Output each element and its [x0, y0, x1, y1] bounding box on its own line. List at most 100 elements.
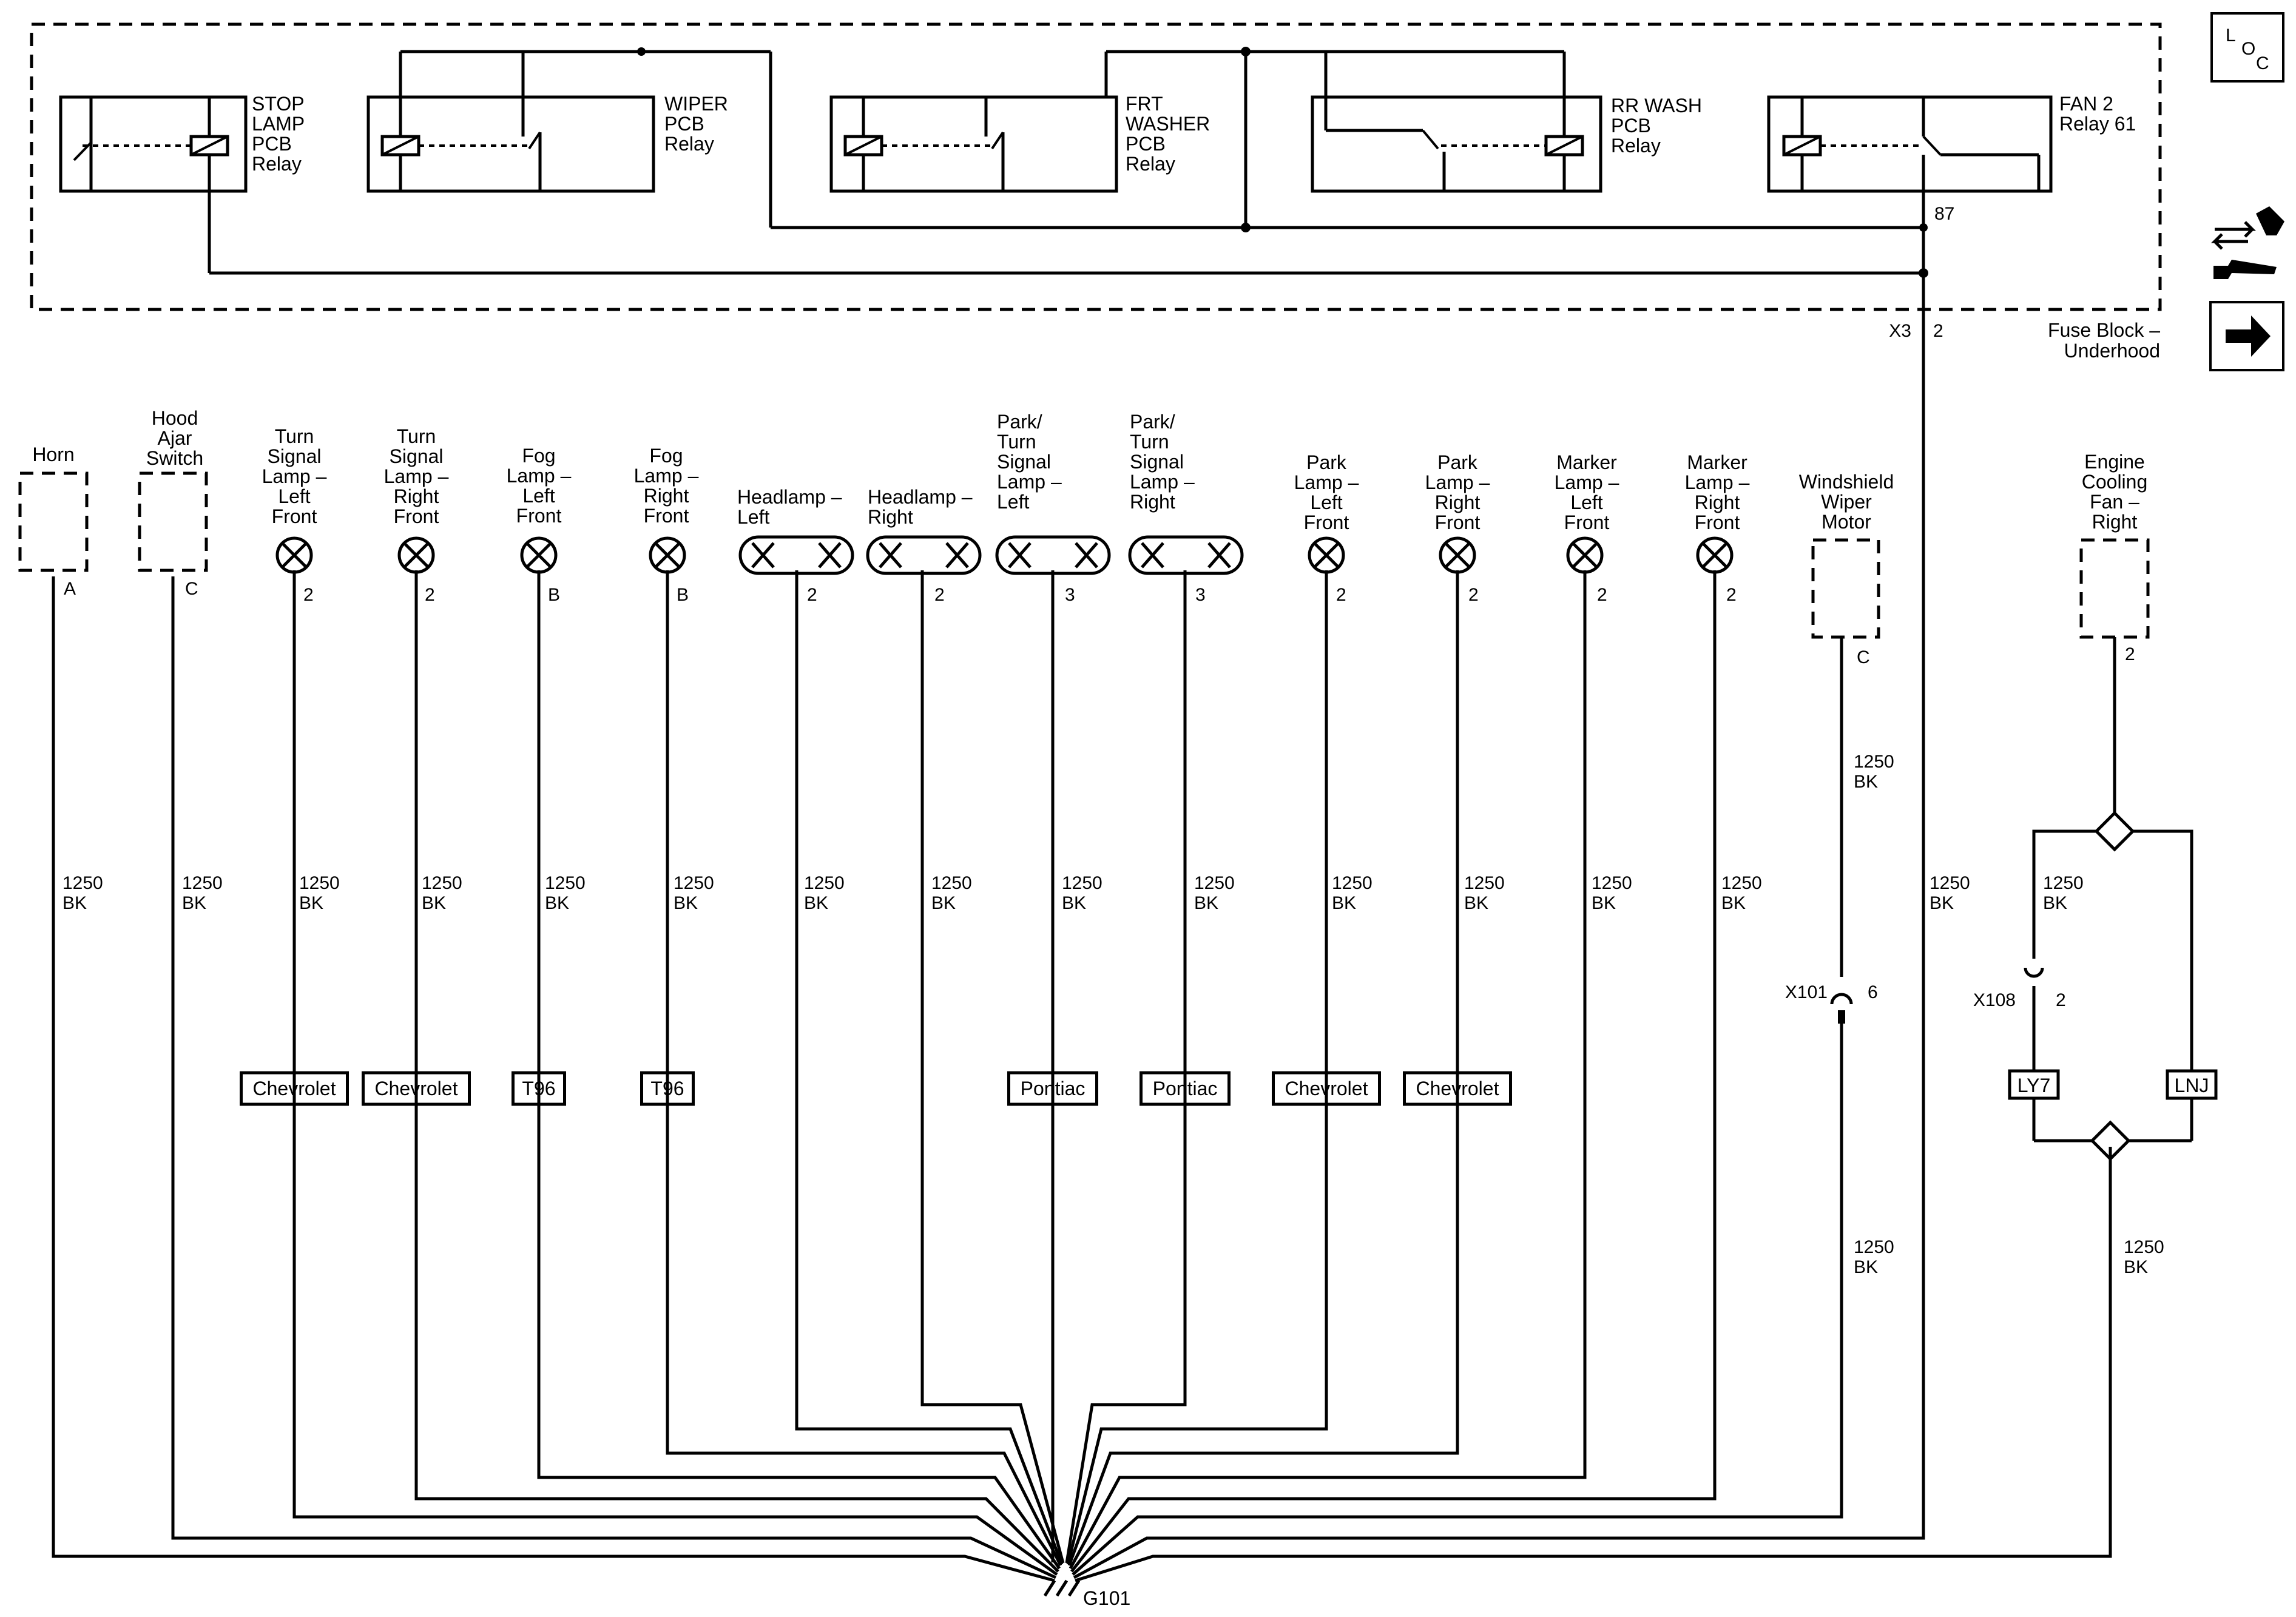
marker-rf-label-2: Lamp – — [1685, 471, 1750, 493]
wire-label-gauge-15: 1250 — [1930, 873, 1970, 893]
park-turn-r-label-4: Lamp – — [1130, 471, 1195, 493]
wire-label-gauge-3: 1250 — [422, 873, 462, 893]
wire-label-color-13: BK — [1721, 893, 1746, 913]
park-turn-r-label-5: Right — [1130, 491, 1175, 513]
wire-label-gauge-16: 1250 — [2043, 873, 2084, 893]
x101-inline-connector — [1830, 993, 1853, 1025]
frt-washer-relay-label-1: FRT — [1126, 93, 1163, 115]
wire-label-gauge-8: 1250 — [1062, 873, 1102, 893]
park-turn-l-pin: 3 — [1065, 585, 1075, 605]
wire-label-gauge-5: 1250 — [674, 873, 714, 893]
wiper-motor-label-2: Wiper — [1821, 491, 1872, 513]
wiper-relay-label-1: WIPER — [664, 93, 728, 115]
option-label-turn-rf: Chevrolet — [375, 1078, 458, 1099]
ground-g101-label: G101 — [1083, 1587, 1130, 1609]
marker-rf-label-1: Marker — [1687, 451, 1747, 473]
fog-lf-label-4: Front — [516, 505, 562, 527]
rr-wash-relay-label-3: Relay — [1611, 135, 1661, 157]
option-label-park-lf: Chevrolet — [1285, 1078, 1368, 1099]
fuse-block-pin-2: 2 — [1933, 321, 1943, 341]
park-lf-label-1: Park — [1306, 451, 1347, 473]
wiper-motor-label-1: Windshield — [1799, 471, 1894, 493]
turn-rf-label-4: Right — [394, 485, 439, 507]
fan2-relay-label-1: FAN 2 — [2059, 93, 2113, 115]
fuse-block-label-line2: Underhood — [2064, 340, 2160, 362]
option-label-park-rf: Chevrolet — [1416, 1078, 1499, 1099]
schematic-navigation-icon[interactable] — [2210, 206, 2284, 279]
windshield-wiper-motor-component — [1811, 538, 1880, 639]
x101-connector-label: X101 — [1785, 982, 1828, 1002]
marker-lamp-left-front-bulb-icon — [1566, 536, 1604, 574]
option-box-park-turn-l — [1007, 1071, 1098, 1106]
turn-signal-lamp-right-front-bulb-icon — [397, 536, 435, 574]
frt-washer-pcb-relay — [829, 95, 1118, 193]
wiper-motor-label-3: Motor — [1822, 511, 1871, 533]
wire-label-color-11: BK — [1464, 893, 1488, 913]
wire-label-gauge-4: 1250 — [545, 873, 586, 893]
wiper-relay-label-3: Relay — [664, 133, 714, 155]
fuse-block-internal-wiring — [208, 47, 1928, 278]
wiper-pcb-relay — [366, 95, 655, 193]
wire-label-gauge-0: 1250 — [62, 873, 103, 893]
marker-rf-label-3: Right — [1695, 491, 1740, 513]
headlamp-r-pin: 2 — [934, 585, 945, 605]
rr-wash-relay-label-2: PCB — [1611, 115, 1651, 137]
park-turn-l-label-4: Lamp – — [997, 471, 1062, 493]
wiper-motor-pin: C — [1857, 647, 1870, 667]
marker-rf-pin: 2 — [1726, 585, 1737, 605]
option-box-turn-lf — [240, 1071, 349, 1106]
loc-icon[interactable]: L O C — [2210, 12, 2284, 83]
fog-rf-label-3: Right — [644, 485, 689, 507]
headlamp-left-bulb-icon — [738, 535, 854, 575]
park-turn-signal-lamp-right-bulb-icon — [1128, 535, 1244, 575]
turn-lf-label-3: Lamp – — [262, 465, 327, 487]
option-label-turn-lf: Chevrolet — [253, 1078, 336, 1099]
headlamp-r-label-2: Right — [868, 506, 913, 528]
turn-lf-label-4: Left — [278, 485, 310, 507]
option-label-park-turn-r: Pontiac — [1153, 1078, 1218, 1099]
headlamp-right-bulb-icon — [866, 535, 982, 575]
fan-2-relay-61 — [1767, 95, 2053, 193]
headlamp-r-label-1: Headlamp – — [868, 486, 973, 508]
wire-label-gauge-17: 1250 — [1854, 1237, 1894, 1257]
horn-pin: A — [64, 579, 76, 599]
park-turn-r-label-3: Signal — [1130, 451, 1184, 473]
wire-label-color-8: BK — [1062, 893, 1086, 913]
option-label-fog-rf: T96 — [650, 1078, 684, 1099]
park-turn-r-label-1: Park/ — [1130, 411, 1175, 433]
wire-label-color-3: BK — [422, 893, 446, 913]
headlamp-l-label-2: Left — [737, 506, 769, 528]
turn-rf-label-1: Turn — [397, 425, 436, 447]
horn-component — [18, 471, 89, 572]
wire-label-color-1: BK — [182, 893, 206, 913]
park-lamp-left-front-bulb-icon — [1308, 536, 1345, 574]
wiper-relay-label-2: PCB — [664, 113, 704, 135]
option-box-turn-rf — [362, 1071, 471, 1106]
cooling-fan-option-branch — [2024, 637, 2193, 1161]
turn-lf-label-5: Front — [272, 505, 317, 527]
park-turn-l-label-2: Turn — [997, 431, 1036, 453]
horn-label: Horn — [32, 444, 74, 465]
stop-lamp-relay-label-2: LAMP — [252, 113, 305, 135]
fog-rf-label-1: Fog — [649, 445, 683, 467]
fog-lf-label-2: Lamp – — [507, 465, 572, 487]
fuse-block-underhood-outline — [30, 22, 2162, 311]
lnj-option-box — [2166, 1069, 2218, 1100]
park-lf-label-3: Left — [1310, 491, 1342, 513]
right-arrow-icon[interactable] — [2209, 301, 2284, 371]
wire-labels: 1250BK1250BK1250BK1250BK1250BK1250BK1250… — [62, 752, 2164, 1277]
hood-ajar-label-3: Switch — [146, 447, 203, 469]
fuse-block-label-line1: Fuse Block – — [2048, 319, 2160, 341]
fog-lamp-right-front-bulb-icon — [649, 536, 686, 574]
park-turn-r-pin: 3 — [1195, 585, 1206, 605]
wire-label-gauge-11: 1250 — [1464, 873, 1505, 893]
fog-lf-label-3: Left — [522, 485, 555, 507]
hood-ajar-label-2: Ajar — [158, 427, 192, 449]
stop-lamp-relay-label-4: Relay — [252, 153, 302, 175]
wire-label-color-10: BK — [1332, 893, 1356, 913]
loc-icon-o: O — [2241, 39, 2255, 59]
park-rf-pin: 2 — [1468, 585, 1479, 605]
fog-lf-label-1: Fog — [522, 445, 555, 467]
fog-rf-label-2: Lamp – — [634, 465, 699, 487]
